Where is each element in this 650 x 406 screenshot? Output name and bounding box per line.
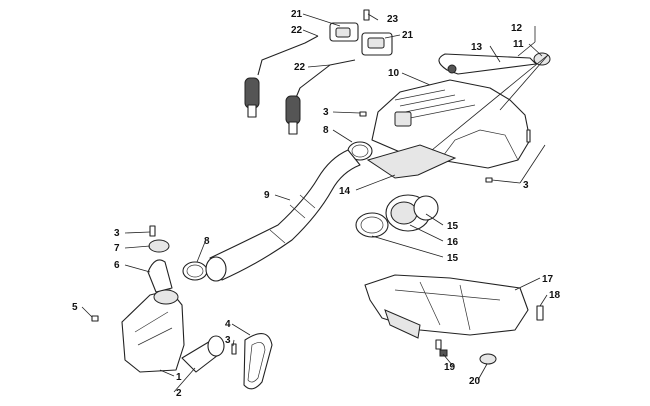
callout-16: 16 bbox=[447, 237, 459, 248]
callout-8-lower: 8 bbox=[204, 236, 210, 247]
intake-duct-hose bbox=[205, 149, 361, 282]
callout-3-upper: 3 bbox=[323, 107, 329, 118]
callout-21-right: 21 bbox=[402, 30, 414, 41]
fastener-tall bbox=[526, 129, 531, 143]
filter-adapter bbox=[355, 194, 439, 238]
callout-15-upper: 15 bbox=[447, 221, 459, 232]
callout-12: 12 bbox=[511, 23, 523, 34]
lower-airbox bbox=[364, 274, 544, 365]
callout-10: 10 bbox=[388, 68, 400, 79]
callout-7: 7 bbox=[114, 243, 120, 254]
callout-14: 14 bbox=[339, 186, 351, 197]
callout-19: 19 bbox=[444, 362, 456, 373]
callout-15-lower: 15 bbox=[447, 253, 459, 264]
intake-tube-and-gasket bbox=[181, 333, 273, 390]
sensor-assembly-upper bbox=[244, 9, 393, 135]
callout-2: 2 bbox=[176, 388, 182, 399]
callout-6: 6 bbox=[114, 260, 120, 271]
callout-21-top: 21 bbox=[291, 9, 303, 20]
intake-box-lower bbox=[91, 225, 185, 373]
callout-3-right: 3 bbox=[523, 180, 529, 191]
callout-22-top: 22 bbox=[291, 25, 303, 36]
airbox-seal bbox=[366, 144, 457, 179]
callout-5: 5 bbox=[72, 302, 78, 313]
callout-23: 23 bbox=[387, 14, 399, 25]
callout-8-upper: 8 bbox=[323, 125, 329, 136]
fastener-3b bbox=[485, 177, 493, 183]
callout-9: 9 bbox=[264, 190, 270, 201]
callout-labels: 21 22 23 21 22 3 8 10 12 13 11 3 14 15 1… bbox=[72, 9, 561, 399]
callout-11: 11 bbox=[513, 39, 524, 50]
callout-3-lower: 3 bbox=[225, 335, 231, 346]
fastener-3 bbox=[359, 111, 367, 117]
callout-20: 20 bbox=[469, 376, 481, 387]
callout-18: 18 bbox=[549, 290, 561, 301]
hose-clamp-lower bbox=[182, 261, 208, 281]
breather-hose bbox=[438, 52, 551, 75]
callout-3-left: 3 bbox=[114, 228, 120, 239]
callout-13: 13 bbox=[471, 42, 483, 53]
leader-lines bbox=[81, 13, 549, 393]
callout-22-mid: 22 bbox=[294, 62, 306, 73]
callout-1: 1 bbox=[176, 372, 182, 383]
callout-4: 4 bbox=[225, 319, 231, 330]
callout-17: 17 bbox=[542, 274, 554, 285]
